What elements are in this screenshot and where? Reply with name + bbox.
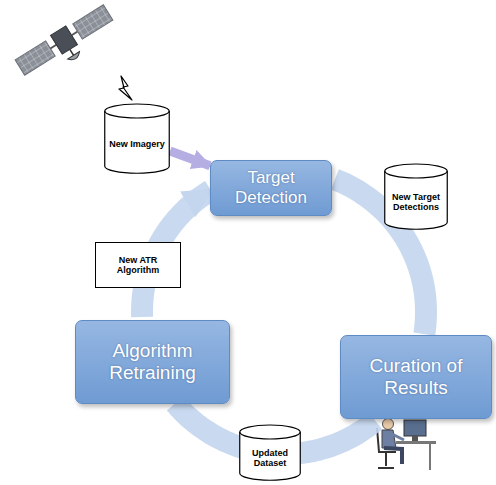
node-text: New Imagery bbox=[109, 139, 165, 149]
node-text: Updated Dataset bbox=[243, 448, 297, 469]
desk-leg bbox=[429, 444, 431, 470]
chair bbox=[377, 428, 396, 468]
antenna-mast bbox=[70, 49, 74, 55]
node-text: Target Detection bbox=[219, 168, 323, 207]
data-store: Updated Dataset bbox=[239, 425, 301, 481]
cylinder-rim bbox=[105, 111, 170, 118]
antenna-dish bbox=[68, 52, 82, 63]
cylinder-body bbox=[240, 425, 301, 480]
solar-panel bbox=[15, 41, 55, 75]
cylinder-body bbox=[385, 164, 448, 229]
person-at-computer bbox=[377, 419, 436, 471]
monitor-stand bbox=[412, 436, 418, 441]
solar-panel bbox=[73, 5, 113, 39]
node-text: Algorithm Retraining bbox=[84, 340, 221, 384]
process-box: Curation of Results bbox=[340, 335, 492, 419]
satellite bbox=[14, 3, 120, 86]
flow-arrow bbox=[170, 151, 210, 166]
panel-strut bbox=[50, 45, 56, 49]
cylinder-rim bbox=[385, 171, 448, 178]
process-box: Algorithm Retraining bbox=[75, 320, 230, 404]
lightning-bolt bbox=[119, 76, 132, 100]
desk bbox=[396, 441, 436, 444]
data-store: New Imagery bbox=[104, 104, 170, 174]
cylinder-body bbox=[105, 104, 170, 173]
node-text: New Target Detections bbox=[388, 192, 444, 213]
node-text: New ATR Algorithm bbox=[102, 255, 174, 276]
torso bbox=[382, 430, 396, 448]
satellite-body bbox=[51, 26, 78, 54]
cylinder-rim bbox=[240, 432, 301, 439]
panel-strut bbox=[72, 32, 78, 36]
process-box: Target Detection bbox=[210, 160, 332, 216]
node-text: Curation of Results bbox=[349, 355, 483, 399]
arm bbox=[392, 434, 404, 440]
data-store: New Target Detections bbox=[384, 164, 448, 230]
head bbox=[383, 419, 394, 430]
monitor bbox=[404, 420, 426, 436]
label-box: New ATR Algorithm bbox=[95, 242, 181, 288]
